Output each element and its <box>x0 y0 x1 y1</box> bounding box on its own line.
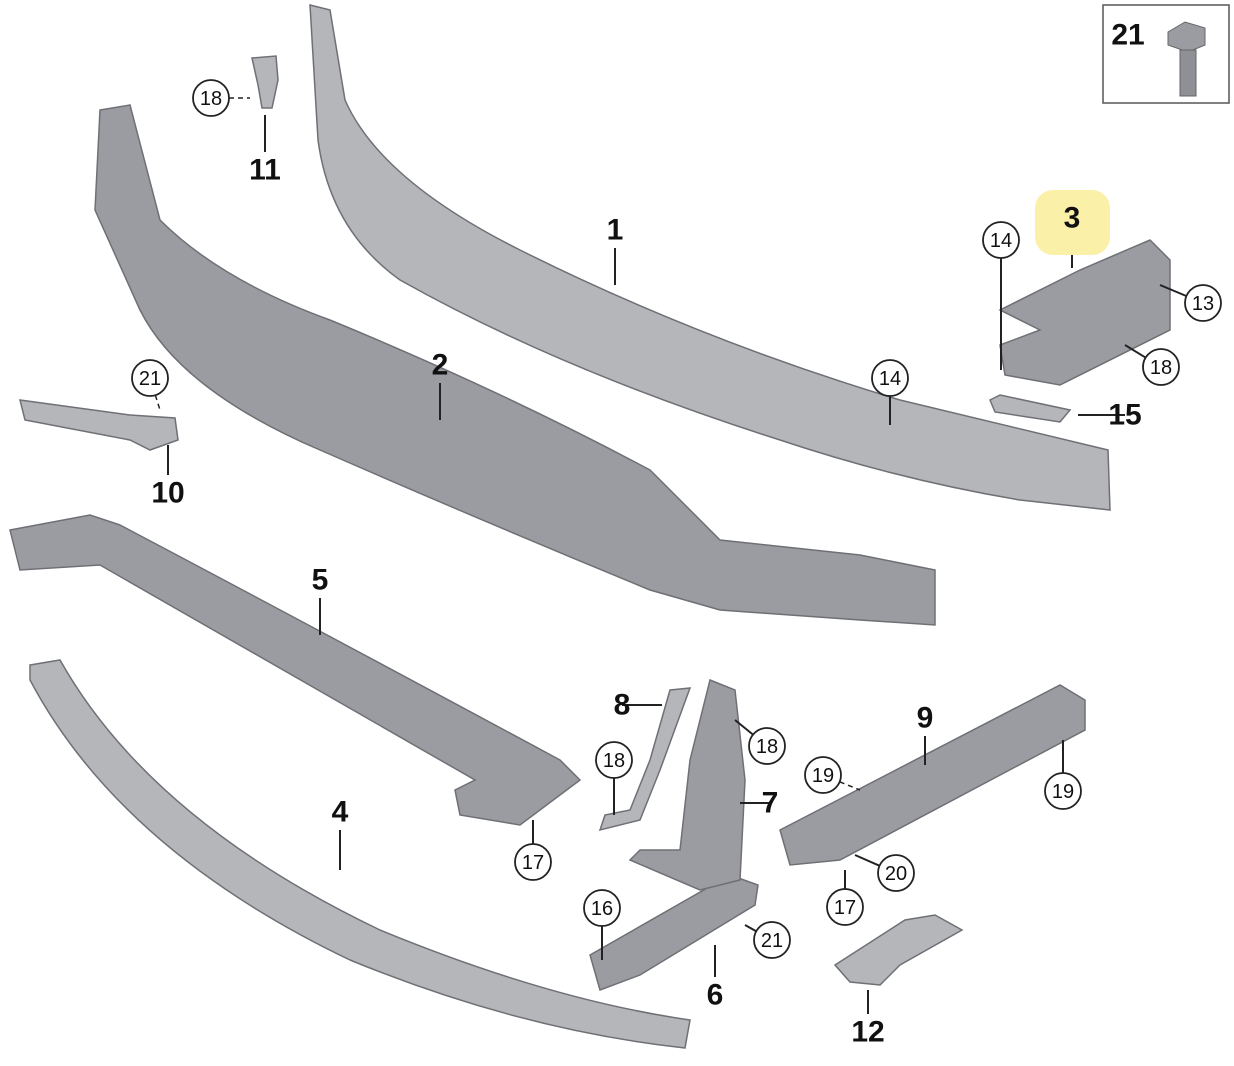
part-label-7[interactable]: 7 <box>762 787 779 820</box>
callout-circle <box>877 854 915 892</box>
callout-label-18[interactable]: 18 <box>756 736 778 758</box>
part-label-2[interactable]: 2 <box>432 349 449 382</box>
part-label-11[interactable]: 11 <box>249 154 281 187</box>
part-label-15[interactable]: 15 <box>1108 399 1141 432</box>
callout-label-14[interactable]: 14 <box>879 368 901 390</box>
callout-label-19[interactable]: 19 <box>812 765 834 787</box>
callout-circle <box>514 843 552 881</box>
part-2-bumper-beam[interactable] <box>94 104 936 626</box>
callout-label-20[interactable]: 20 <box>885 863 907 885</box>
callout-label-17[interactable]: 17 <box>834 897 856 919</box>
callout-label-16[interactable]: 16 <box>591 898 613 920</box>
callout-circle <box>871 359 909 397</box>
callout-circle <box>753 921 791 959</box>
part-15-plate[interactable] <box>989 394 1072 423</box>
part-label-4[interactable]: 4 <box>332 796 349 829</box>
part-7-support[interactable] <box>628 678 746 891</box>
part-label-6[interactable]: 6 <box>707 979 724 1012</box>
callout-circle <box>804 756 842 794</box>
callout-label-18[interactable]: 18 <box>603 750 625 772</box>
leader-line <box>822 774 861 791</box>
bolt-icon <box>1167 21 1206 97</box>
callout-circle <box>583 889 621 927</box>
callout-label-17[interactable]: 17 <box>522 852 544 874</box>
part-6-bracket[interactable] <box>589 874 759 991</box>
fastener-inset-box <box>1102 4 1230 104</box>
callout-label-21[interactable]: 21 <box>139 368 161 390</box>
part-label-12[interactable]: 12 <box>851 1016 884 1049</box>
callout-circle <box>748 727 786 765</box>
callout-label-19[interactable]: 19 <box>1052 781 1074 803</box>
callout-circle <box>192 79 230 117</box>
callout-circle <box>1142 348 1180 386</box>
callout-circle <box>826 888 864 926</box>
part-label-5[interactable]: 5 <box>312 564 329 597</box>
callout-label-21[interactable]: 21 <box>761 930 783 952</box>
part-1-bumper-carrier[interactable] <box>309 4 1111 511</box>
part-8-support[interactable] <box>598 687 692 832</box>
inset-label-21[interactable]: 21 <box>1111 19 1144 52</box>
callout-circle <box>982 221 1020 259</box>
part-label-9[interactable]: 9 <box>917 702 934 735</box>
highlight-part-3 <box>1035 190 1110 255</box>
callout-label-14[interactable]: 14 <box>990 230 1012 252</box>
part-5-crossbar[interactable] <box>9 514 582 826</box>
callout-circle <box>1044 772 1082 810</box>
callout-label-18[interactable]: 18 <box>1150 357 1172 379</box>
callout-circle <box>595 741 633 779</box>
callout-circle <box>131 359 169 397</box>
part-3-bracket[interactable] <box>998 239 1171 386</box>
callout-circle <box>1184 284 1222 322</box>
part-label-1[interactable]: 1 <box>607 214 624 247</box>
part-11-clip[interactable] <box>251 55 279 109</box>
part-10-bracket[interactable] <box>19 399 179 451</box>
callout-label-18[interactable]: 18 <box>200 88 222 110</box>
callout-label-13[interactable]: 13 <box>1192 293 1214 315</box>
leader-line <box>149 377 161 411</box>
part-label-10[interactable]: 10 <box>151 477 184 510</box>
part-label-8[interactable]: 8 <box>614 689 631 722</box>
part-4-trim-strip[interactable] <box>29 659 691 1049</box>
part-12-plate[interactable] <box>833 914 964 986</box>
part-label-3[interactable]: 3 <box>1064 202 1081 235</box>
part-9-rail[interactable] <box>779 684 1086 866</box>
